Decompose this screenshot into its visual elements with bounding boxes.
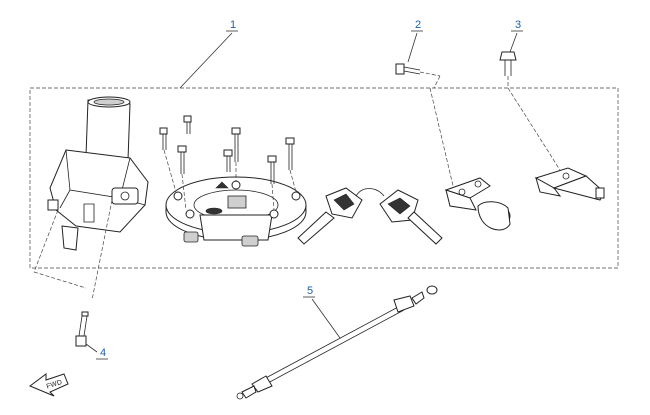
cap-bolt xyxy=(177,145,187,211)
align-line-c xyxy=(91,199,113,301)
callout-5-label: 5 xyxy=(307,285,313,297)
callout-5[interactable]: 5 xyxy=(303,285,341,339)
callout-3-label: 3 xyxy=(515,19,521,31)
callout-2-label: 2 xyxy=(415,19,421,31)
mount-bracket-right xyxy=(534,167,605,201)
bolt-2 xyxy=(395,63,455,191)
callout-5-leader xyxy=(311,298,341,339)
assembly-boundary xyxy=(29,87,619,269)
callout-4[interactable]: 4 xyxy=(85,343,108,360)
bolt-4 xyxy=(75,311,89,347)
cap-bolt xyxy=(285,137,297,193)
callout-2-leader xyxy=(407,32,418,63)
bolt-3 xyxy=(499,51,561,171)
fuel-cap xyxy=(165,176,307,247)
callout-3[interactable]: 3 xyxy=(509,19,523,53)
fwd-label: FWD xyxy=(46,379,63,391)
callout-3-leader xyxy=(509,32,518,53)
forward-arrow-icon: FWD xyxy=(29,373,69,397)
mount-bracket-left xyxy=(444,177,511,231)
align-line-b xyxy=(33,271,87,289)
callout-1[interactable]: 1 xyxy=(179,19,238,89)
cap-bolt xyxy=(267,155,277,211)
ignition-keys xyxy=(297,187,443,245)
callout-1-label: 1 xyxy=(230,19,236,31)
callout-4-label: 4 xyxy=(100,347,106,359)
ignition-switch xyxy=(47,96,149,251)
align-line-a xyxy=(33,209,59,273)
release-cable xyxy=(236,285,438,400)
callout-2[interactable]: 2 xyxy=(407,19,423,63)
cap-bolts xyxy=(159,115,297,211)
callout-4-leader xyxy=(85,343,98,353)
callout-1-leader xyxy=(179,32,233,89)
cap-bolt xyxy=(183,115,192,134)
cap-bolt xyxy=(223,149,233,172)
cap-bolt xyxy=(159,127,177,193)
cap-bolt xyxy=(231,127,241,182)
